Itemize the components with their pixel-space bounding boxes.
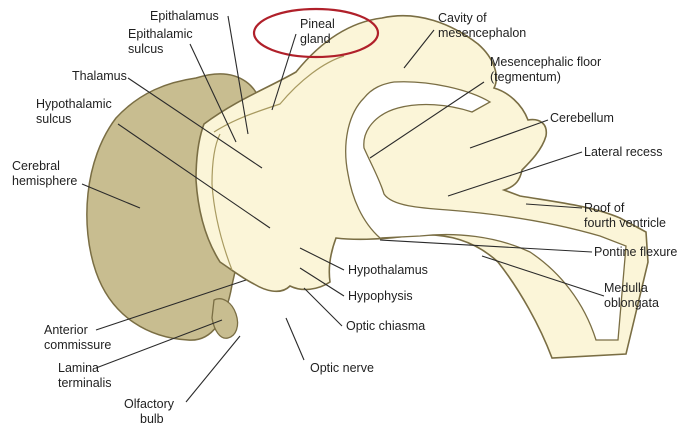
label-lamina-line2: terminalis xyxy=(58,376,112,390)
label-anterior-commissure-line1: Anterior xyxy=(44,323,88,337)
label-optic-chiasma: Optic chiasma xyxy=(346,319,425,333)
label-cavity-line2: mesencephalon xyxy=(438,26,526,40)
label-medulla-oblongata: Medulla oblongata xyxy=(604,281,659,310)
label-medulla-line1: Medulla xyxy=(604,281,648,295)
label-pontine-flexure: Pontine flexure xyxy=(594,245,677,259)
label-lateral-recess: Lateral recess xyxy=(584,145,663,159)
label-hypothalamus: Hypothalamus xyxy=(348,263,428,277)
label-epithalamic-sulcus: Epithalamic sulcus xyxy=(128,27,196,56)
label-olfactory-bulb: Olfactory bulb xyxy=(124,397,178,426)
label-epithalamus: Epithalamus xyxy=(150,9,219,23)
label-cavity-of-mesencephalon: Cavity of mesencephalon xyxy=(438,11,526,40)
label-epithalamic-sulcus-line1: Epithalamic xyxy=(128,27,193,41)
label-mesencephalic-floor-line2: (tegmentum) xyxy=(490,70,561,84)
label-roof-line1: Roof of xyxy=(584,201,625,215)
label-roof-line2: fourth ventricle xyxy=(584,216,666,230)
label-anterior-commissure-line2: commissure xyxy=(44,338,111,352)
label-cerebellum: Cerebellum xyxy=(550,111,614,125)
label-epithalamic-sulcus-line2: sulcus xyxy=(128,42,163,56)
olfactory-bulb-shape xyxy=(212,299,238,338)
label-hypothalamic-sulcus-line1: Hypothalamic xyxy=(36,97,112,111)
label-olfactory-line2: bulb xyxy=(140,412,164,426)
label-thalamus: Thalamus xyxy=(72,69,127,83)
label-cerebral-hemisphere-line2: hemisphere xyxy=(12,174,77,188)
label-cerebral-hemisphere-line1: Cerebral xyxy=(12,159,60,173)
label-lamina-line1: Lamina xyxy=(58,361,99,375)
label-optic-nerve: Optic nerve xyxy=(310,361,374,375)
label-hypothalamic-sulcus: Hypothalamic sulcus xyxy=(36,97,115,126)
label-mesencephalic-floor-line1: Mesencephalic floor xyxy=(490,55,601,69)
label-cavity-line1: Cavity of xyxy=(438,11,487,25)
label-hypothalamic-sulcus-line2: sulcus xyxy=(36,112,71,126)
label-mesencephalic-floor: Mesencephalic floor (tegmentum) xyxy=(490,55,605,84)
label-cerebral-hemisphere: Cerebral hemisphere xyxy=(12,159,77,188)
label-anterior-commissure: Anterior commissure xyxy=(44,323,111,352)
label-medulla-line2: oblongata xyxy=(604,296,659,310)
label-pineal-gland-line1: Pineal xyxy=(300,17,335,31)
label-pineal-gland-line2: gland xyxy=(300,32,331,46)
label-olfactory-line1: Olfactory xyxy=(124,397,175,411)
label-roof-of-fourth-ventricle: Roof of fourth ventricle xyxy=(584,201,666,230)
label-hypophysis: Hypophysis xyxy=(348,289,413,303)
